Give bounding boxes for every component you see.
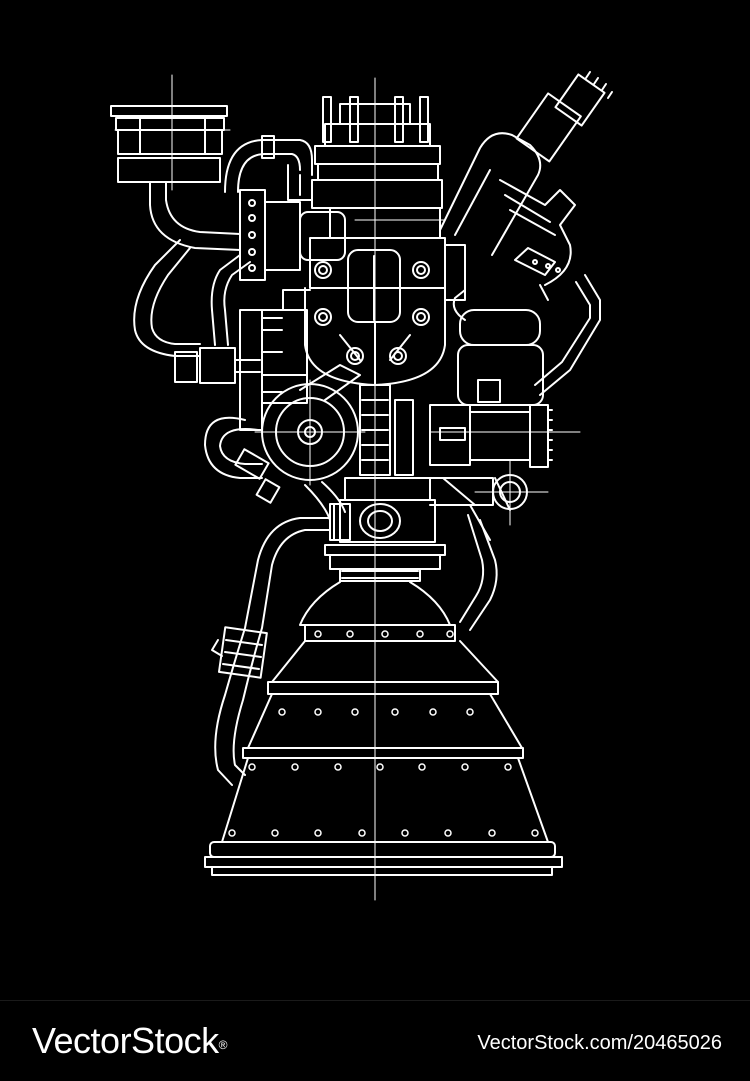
- turbopump-right: [439, 71, 613, 406]
- cooling-duct-left: [211, 517, 331, 786]
- watermark-brand-text: VectorStock: [32, 1020, 219, 1061]
- return-duct-right: [459, 477, 511, 631]
- nozzle-bell: [204, 581, 563, 876]
- injector-manifold: [304, 237, 466, 476]
- heat-exchanger: [224, 135, 346, 281]
- rocket-engine-blueprint: [110, 71, 613, 901]
- exhaust-outlet: [110, 105, 241, 251]
- watermark-logo: VectorStock®: [32, 1017, 227, 1065]
- feed-lines-left: [133, 239, 311, 431]
- main-valves: [287, 96, 443, 239]
- combustion-chamber: [324, 477, 491, 582]
- registered-mark: ®: [218, 1038, 228, 1052]
- gas-generator: [429, 404, 553, 510]
- nozzle-rivets: [228, 630, 539, 837]
- watermark-bar: VectorStock® VectorStock.com/20465026: [0, 1000, 750, 1081]
- watermark-image-id: VectorStock.com/20465026: [477, 1032, 722, 1054]
- turbine-wheel: [204, 364, 361, 521]
- rocket-engine-drawing: [110, 71, 613, 901]
